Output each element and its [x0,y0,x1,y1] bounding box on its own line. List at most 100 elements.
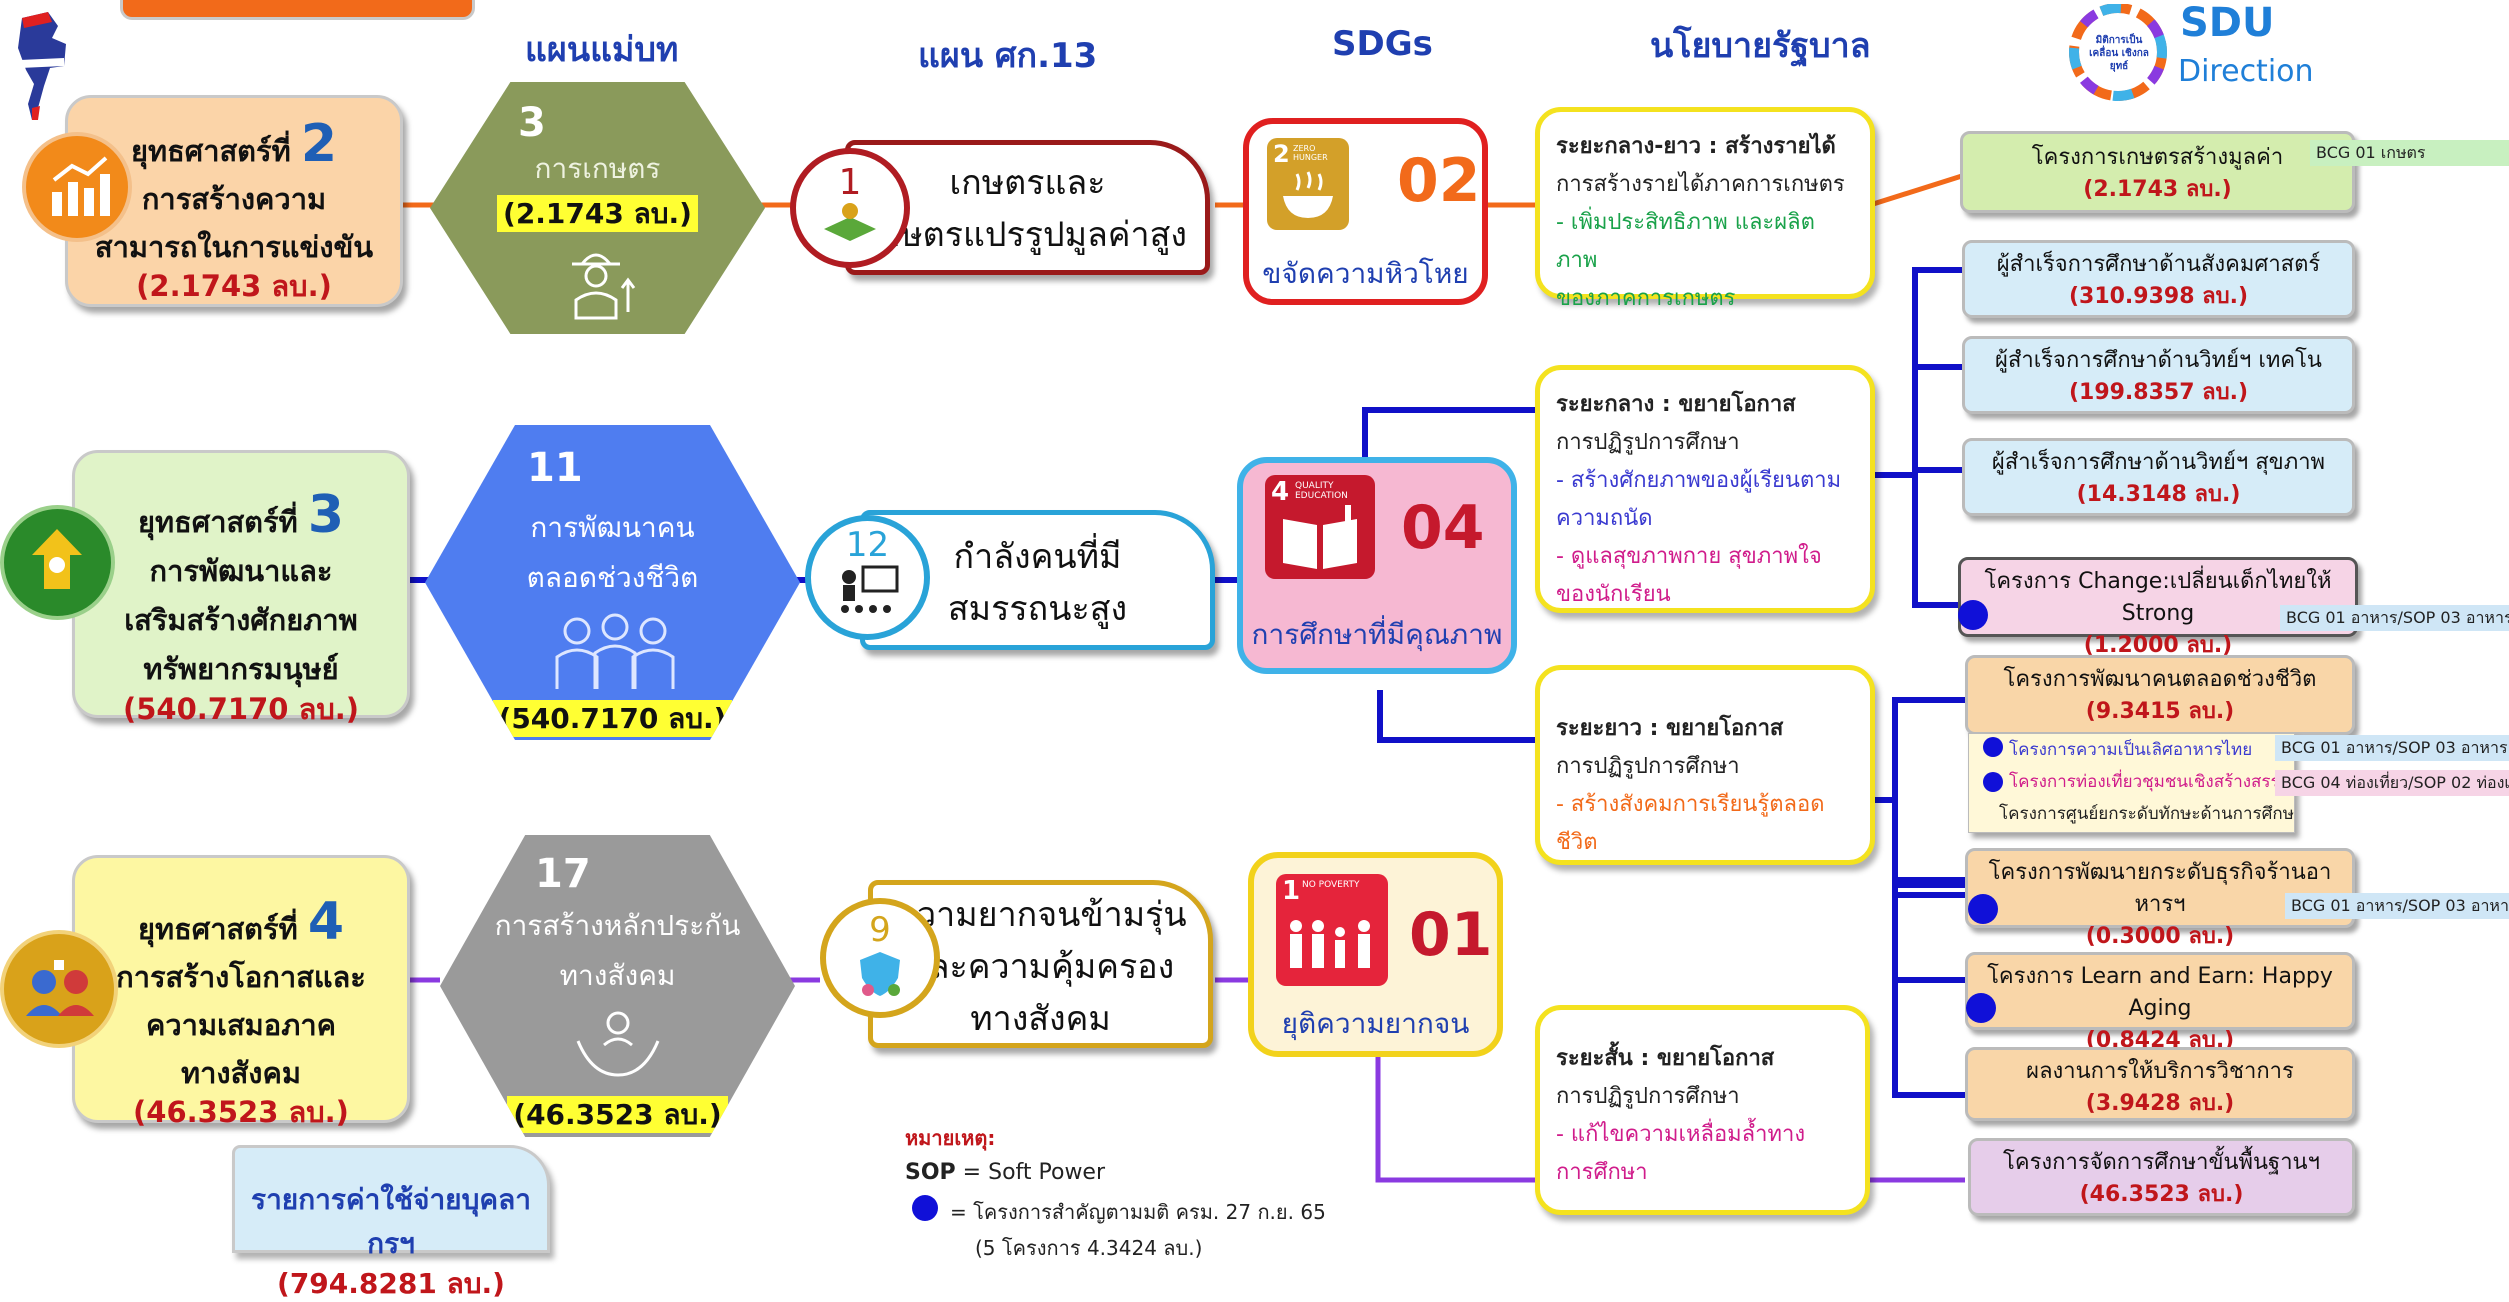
project-card-sci-tech: ผู้สำเร็จการศึกษาด้านวิทย์ฯ เทคโน (199.8… [1962,336,2355,414]
protection-icon [826,950,934,1004]
policy-card-2: ระยะกลาง : ขยายโอกาส การปฏิรูปการศึกษา -… [1535,365,1875,613]
project-name: โครงการพัฒนาคนตลอดช่วงชีวิต [2003,667,2317,692]
policy-detail: - ดูแลสุขภาพกาย สุขภาพใจ [1556,544,1822,569]
policy-detail: ของภาคการเกษตร [1556,286,1736,311]
sub-project-name: โครงการศูนย์ยกระดับทักษะด้านการศึกษา [1999,804,2294,824]
policy-card-1: ระยะกลาง-ยาว : สร้างรายได้ การสร้างรายได… [1535,107,1875,311]
strategy-card-3: ยุทธศาสตร์ที่ 3 การพัฒนาและ เสริมสร้างศั… [72,450,410,724]
notes-heading: หมายเหตุ: [905,1126,996,1150]
key-project-dot [1983,772,2003,792]
bcg-tag: BCG 01 อาหาร/SOP 03 อาหาร [2280,605,2509,631]
project-name: โครงการจัดการศึกษาขั้นพื้นฐานฯ [2003,1150,2320,1175]
sub-project-item: โครงการศูนย์ยกระดับทักษะด้านการศึกษา [1969,798,2294,830]
project-amount: (9.3415 ลบ.) [2085,699,2235,724]
strategy-number: 3 [307,485,345,545]
quality-education-icon: 4 QUALITY EDUCATION [1265,475,1375,579]
project-amount: (3.9428 ลบ.) [2085,1091,2235,1116]
land-icon [796,199,904,247]
strategy-line: เสริมสร้างศักยภาพ [124,603,358,637]
strategy-line: ทรัพยากรมนุษย์ [143,652,339,686]
notes-dot-count: (5 โครงการ 4.3424 ลบ.) [975,1236,1203,1260]
project-name: ผู้สำเร็จการศึกษาด้านวิทย์ฯ เทคโน [1995,348,2322,373]
moe-plan-line: ความยากจนข้ามรุ่น [894,895,1187,935]
project-card-learn-earn: โครงการ Learn and Earn: Happy Aging (0.8… [1965,952,2355,1053]
sdu-subtitle: Direction [2178,54,2314,89]
notes-sop-value: = Soft Power [962,1160,1106,1185]
sdg-icon-number: 1 [1282,876,1301,906]
policy-subtitle: การปฏิรูปการศึกษา [1556,1084,1740,1109]
master-plan-label: ทางสังคม [559,959,676,992]
thailand-map-icon [14,8,72,123]
bcg-tag: BCG 01 อาหาร/SOP 03 อาหาร [2285,893,2509,919]
strategy-amount: (46.3523 ลบ.) [133,1095,349,1129]
policy-card-3: ระยะยาว : ขยายโอกาส การปฏิรูปการศึกษา - … [1535,665,1875,865]
bcg-tag: BCG 04 ท่องเที่ยว/SOP 02 ท่องเที่ยว [2275,770,2509,796]
sdg-goal-number: 04 [1401,493,1485,563]
moe-plan-line: ทางสังคม [970,999,1111,1039]
strategy-card-2: ยุทธศาสตร์ที่ 2 การสร้างความ สามารถในการ… [65,95,403,307]
teacher-icon [811,565,924,623]
strategy-prefix: ยุทธศาสตร์ที่ [130,134,291,168]
strategy-number: 4 [307,892,345,952]
header-moe-plan: แผน ศก.13 [918,36,1098,76]
moe-plan-number: 12 [845,525,890,565]
equality-people-icon [0,930,118,1048]
project-card-social-science: ผู้สำเร็จการศึกษาด้านสังคมศาสตร์ (310.93… [1962,240,2355,318]
sub-project-item: โครงการท่องเที่ยวชุมชนเชิงสร้างสรรค์ฯ [1969,766,2294,798]
moe-plan-badge-9: 9 [820,898,940,1018]
master-plan-hex-3: 3 การเกษตร (2.1743 ลบ.) [430,82,765,334]
bcg-tag: BCG 01 อาหาร/SOP 03 อาหาร [2275,735,2509,761]
strategy-line: ทางสังคม [181,1056,301,1090]
policy-detail: การศึกษา [1556,1160,1648,1185]
notes-dot-value: = โครงการสำคัญตามมติ ครม. 27 ก.ย. 65 [950,1200,1326,1224]
sdg-icon-label: NO POVERTY [1302,880,1360,890]
bcg-tag: BCG 01 เกษตร [2310,140,2509,166]
sdg-icon-label: ZERO HUNGER [1293,144,1328,162]
policy-title: ระยะยาว : ขยายโอกาส [1556,716,1784,741]
sub-project-name: โครงการท่องเที่ยวชุมชนเชิงสร้างสรรค์ฯ [2009,772,2294,792]
strategy-line: สามารถในการแข่งขัน [94,230,374,264]
key-project-dot [912,1195,938,1221]
strategy-amount: (540.7170 ลบ.) [122,692,360,726]
strategy-line: การสร้างโอกาสและ [116,960,366,994]
master-plan-label: การพัฒนาคน [530,511,695,544]
sdg-caption: ขจัดความหิวโหย [1262,257,1469,290]
care-hands-icon [568,1005,668,1085]
sdu-logo-icon: มิติการเป็นเคลื่อน เชิงกลยุทธ์ [2060,3,2180,104]
moe-plan-number: 1 [838,162,862,203]
personnel-expense-box: รายการค่าใช้จ่ายบุคลากรฯ (794.8281 ลบ.) [232,1145,550,1300]
expense-amount: (794.8281 ลบ.) [277,1267,505,1300]
master-plan-label: การเกษตร [534,152,661,185]
master-plan-number: 3 [518,100,546,146]
row3-connectors [410,977,1965,1183]
project-card-basic-education: โครงการจัดการศึกษาขั้นพื้นฐานฯ (46.3523 … [1968,1138,2355,1216]
policy-title: ระยะสั้น : ขยายโอกาส [1556,1046,1775,1071]
project-name: โครงการเกษตรสร้างมูลค่า [2031,145,2284,170]
moe-plan-badge-1: 1 [790,148,910,268]
policy-subtitle: การปฏิรูปการศึกษา [1556,430,1740,455]
project-card-agri: โครงการเกษตรสร้างมูลค่า (2.1743 ลบ.) [1960,131,2355,213]
policy-title: ระยะกลาง-ยาว : สร้างรายได้ [1556,134,1836,159]
key-project-dot [1968,894,1998,924]
strategy-number: 2 [300,114,338,174]
project-amount: (1.2000 ลบ.) [2083,633,2233,658]
moe-plan-badge-12: 12 [805,515,930,640]
sdg-card-04: 4 QUALITY EDUCATION 04 การศึกษาที่มีคุณภ… [1237,457,1517,674]
project-name: โครงการ Change:เปลี่ยนเด็กไทยให้ Strong [1984,569,2332,626]
policy-title: ระยะกลาง : ขยายโอกาส [1556,392,1796,417]
top-banner-strip [120,0,475,20]
moe-plan-number: 9 [869,910,891,950]
project-name: โครงการ Learn and Earn: Happy Aging [1987,964,2333,1021]
expense-title: รายการค่าใช้จ่ายบุคลากรฯ [251,1183,531,1260]
master-plan-label: ตลอดช่วงชีวิต [526,561,699,594]
zero-hunger-icon: 2 ZERO HUNGER [1267,138,1349,230]
project-amount: (0.3000 ลบ.) [2085,924,2235,949]
sdg-card-01: 1 NO POVERTY 01 ยุติความยากจน [1248,852,1503,1057]
master-plan-amount: (540.7170 ลบ.) [492,700,733,737]
master-plan-number: 11 [527,445,583,491]
strategy-amount: (2.1743 ลบ.) [136,269,332,303]
project-name: ผู้สำเร็จการศึกษาด้านสังคมศาสตร์ [1996,252,2321,277]
header-gov-policy: นโยบายรัฐบาล [1650,26,1871,66]
project-card-health-sci: ผู้สำเร็จการศึกษาด้านวิทย์ฯ สุขภาพ (14.3… [1962,438,2355,516]
master-plan-label: การสร้างหลักประกัน [494,909,741,942]
